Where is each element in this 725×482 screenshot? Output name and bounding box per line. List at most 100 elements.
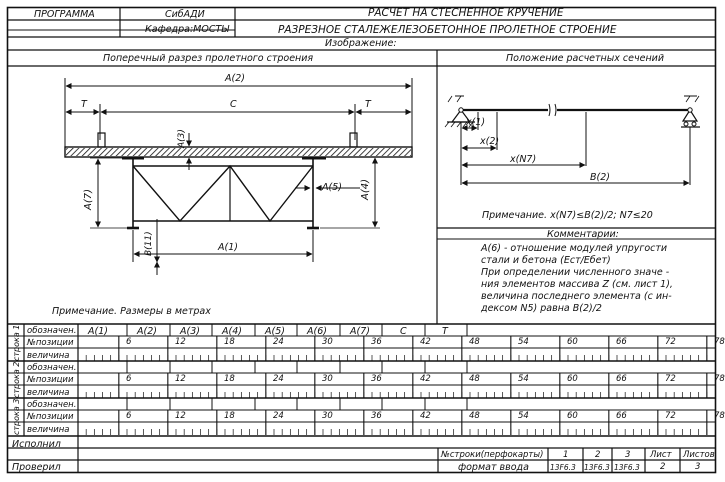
position-number: 54 [518,374,529,384]
sheet-label: Лист [650,450,672,460]
sections-diagram [444,95,700,186]
punch-row-label: №строки(перфокарты) [441,450,544,460]
row-label: №позиции [27,412,74,422]
position-number: 48 [469,337,480,347]
position-number: 18 [224,411,235,421]
t-right-label: T [365,99,371,110]
punch-value: 3 [625,450,631,460]
position-number: 78 [714,411,725,421]
line1-label: строка 1 [12,325,21,361]
department-name: Кафедра:МОСТЫ [145,24,230,35]
sections-note: Примечание. x(N7)≤B(2)/2; N7≤20 [482,210,653,221]
x2-label: x(2) [480,136,500,147]
position-number: 6 [126,374,132,384]
position-number: 36 [371,374,382,384]
format-label: формат ввода [458,462,529,473]
position-number: 18 [224,374,235,384]
format-value: 13F6.3 [584,463,610,472]
position-number: 42 [420,337,431,347]
format-value: 13F6.3 [614,463,640,472]
t-left-label: T [81,99,87,110]
cross-section-drawing [64,78,413,275]
position-number: 24 [273,374,284,384]
position-number: 42 [420,411,431,421]
comment-line: A(6) - отношение модулей упругости [481,243,668,254]
sheet-value: 2 [660,462,666,472]
position-number: 78 [714,337,725,347]
position-number: 60 [567,411,578,421]
a1-label: A(1) [218,242,238,253]
position-number: 30 [322,337,333,347]
designation-cell: A(7) [350,326,370,337]
program-label: ПРОГРАММА [34,9,95,20]
position-number: 60 [567,374,578,384]
b2-label: B(2) [590,172,610,183]
position-number: 54 [518,411,529,421]
line2-label: строка 2 [12,362,21,398]
executed-label: Исполнил [12,439,61,450]
position-number: 12 [175,411,186,421]
designation-cell: A(5) [265,326,285,337]
a4-label: A(4) [360,179,371,201]
row-label: величина [27,388,70,398]
position-number: 24 [273,411,284,421]
row-label: величина [27,425,70,435]
a2-label: A(2) [225,73,245,84]
row-label: обозначен. [27,400,77,410]
row-label: №позиции [27,338,74,348]
comment-line: При определении численного значе - [481,267,670,278]
row-label: обозначен. [27,363,77,373]
row-label: обозначен. [27,326,77,336]
position-number: 66 [616,411,627,421]
position-number: 42 [420,374,431,384]
designation-cell: A(6) [307,326,327,337]
title-line2: РАЗРЕЗНОЕ СТАЛЕЖЕЛЕЗОБЕТОННОЕ ПРОЛЕТНОЕ … [278,24,617,36]
row-label: величина [27,351,70,361]
position-number: 48 [469,374,480,384]
position-number: 6 [126,411,132,421]
designation-cell: T [442,326,448,337]
designation-cell: C [400,326,407,337]
position-number: 36 [371,411,382,421]
checked-label: Проверил [12,462,61,473]
position-number: 18 [224,337,235,347]
image-label: Изображение: [325,38,397,49]
a7-label: A(7) [83,189,94,211]
position-number: 72 [665,337,676,347]
row-label: №позиции [27,375,74,385]
b11-label: B(11) [144,231,154,256]
position-number: 24 [273,337,284,347]
x1-label: x(1) [466,117,486,128]
position-number: 30 [322,374,333,384]
c-label: C [230,99,237,110]
position-number: 54 [518,337,529,347]
designation-cell: A(3) [180,326,200,337]
comment-line: ния элементов массива Z (см. лист 1), [481,279,673,290]
position-number: 12 [175,337,186,347]
institute-name: СибАДИ [165,9,205,20]
position-number: 72 [665,374,676,384]
designation-cell: A(1) [88,326,108,337]
position-number: 66 [616,337,627,347]
position-number: 36 [371,337,382,347]
comment-line: дексом N5) равна B(2)/2 [481,303,602,314]
a5-label: A(5) [322,182,342,193]
cross-section-title: Поперечный разрез пролетного строения [103,53,314,64]
comment-line: величина последнего элемента (с ин- [481,291,672,302]
dimensions-note: Примечание. Размеры в метрах [52,306,211,317]
comment-line: стали и бетона (Eст/Eбет) [481,255,611,266]
position-number: 30 [322,411,333,421]
xn7-label: x(N7) [510,154,537,165]
sheets-label: Листов [683,450,715,460]
comments-title: Комментарии: [547,229,619,240]
a3-label: A(3) [177,129,187,149]
position-number: 12 [175,374,186,384]
position-number: 48 [469,411,480,421]
designation-cell: A(4) [222,326,242,337]
punch-value: 2 [595,450,601,460]
format-value: 13F6.3 [550,463,576,472]
position-number: 60 [567,337,578,347]
position-number: 78 [714,374,725,384]
position-number: 66 [616,374,627,384]
